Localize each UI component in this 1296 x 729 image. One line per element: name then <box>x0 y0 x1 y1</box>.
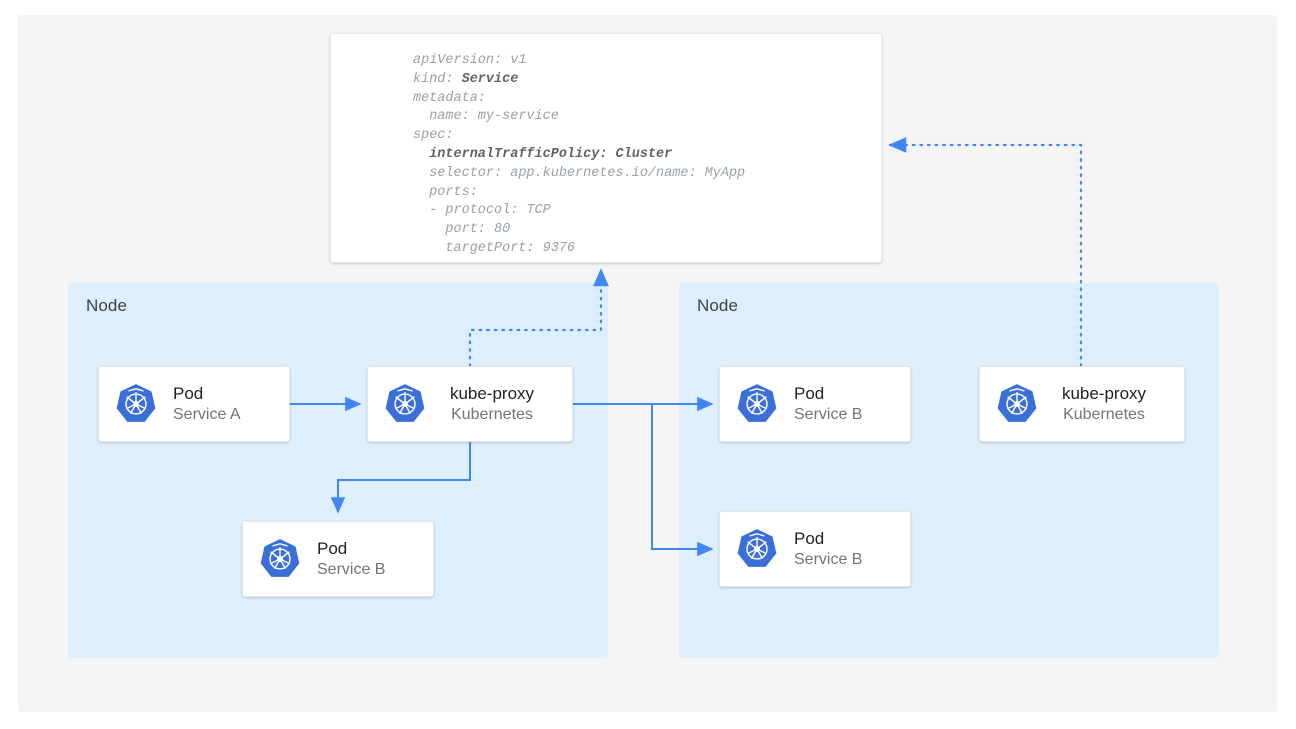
card-text: Pod Service B <box>780 383 910 425</box>
manifest-line: name: my-service <box>413 109 559 125</box>
kubernetes-helm-icon <box>257 536 303 582</box>
manifest-line: selector: app.kubernetes.io/name: MyApp <box>413 165 746 181</box>
card-text: Pod Service A <box>159 383 289 425</box>
card-text: kube-proxy Kubernetes <box>1040 383 1184 425</box>
kubernetes-helm-icon <box>734 381 780 427</box>
service-manifest-panel: apiVersion: v1 kind: Service metadata: nam… <box>330 33 882 263</box>
card-kube-proxy-right[interactable]: kube-proxy Kubernetes <box>979 366 1185 442</box>
kubernetes-helm-icon <box>994 381 1040 427</box>
manifest-line: targetPort: 9376 <box>413 240 576 256</box>
card-title: Pod <box>317 539 348 558</box>
card-title: kube-proxy <box>1061 384 1147 403</box>
card-text: kube-proxy Kubernetes <box>428 383 572 425</box>
manifest-line: - protocol: TCP <box>413 203 551 219</box>
card-pod-service-a[interactable]: Pod Service A <box>98 366 290 442</box>
node-group-right <box>679 283 1219 658</box>
kubernetes-helm-icon <box>734 526 780 572</box>
manifest-line: metadata: <box>413 90 486 106</box>
card-title: Pod <box>794 529 825 548</box>
card-pod-service-b-left[interactable]: Pod Service B <box>242 521 434 597</box>
manifest-line: apiVersion: v1 <box>413 53 527 68</box>
card-text: Pod Service B <box>303 538 433 580</box>
card-title: kube-proxy <box>449 384 535 403</box>
manifest-line-emphasis: Service <box>461 71 519 87</box>
node-label-right: Node <box>697 296 739 315</box>
kubernetes-helm-icon <box>382 381 428 427</box>
node-label-left: Node <box>86 296 128 315</box>
card-title: Pod <box>794 384 825 403</box>
kubernetes-helm-icon <box>113 381 159 427</box>
card-title: Pod <box>173 384 204 403</box>
card-pod-service-b-right-bottom[interactable]: Pod Service B <box>719 511 911 587</box>
card-subtitle: Kubernetes <box>451 406 533 423</box>
card-kube-proxy-left[interactable]: kube-proxy Kubernetes <box>367 366 573 442</box>
card-text: Pod Service B <box>780 528 910 570</box>
card-subtitle: Kubernetes <box>1063 406 1145 423</box>
card-subtitle: Service A <box>173 406 241 423</box>
card-subtitle: Service B <box>317 561 386 578</box>
node-group-left <box>68 283 608 658</box>
service-manifest-code: apiVersion: v1 kind: Service metadata: nam… <box>331 34 881 262</box>
manifest-line: kind: Service <box>413 71 519 87</box>
manifest-line: ports: <box>413 184 478 200</box>
card-subtitle: Service B <box>794 551 863 568</box>
manifest-line: port: 80 <box>413 222 511 238</box>
card-pod-service-b-right-top[interactable]: Pod Service B <box>719 366 911 442</box>
card-subtitle: Service B <box>794 406 863 423</box>
manifest-line: spec: <box>413 128 454 144</box>
manifest-line: internalTrafficPolicy: Cluster <box>413 146 673 162</box>
